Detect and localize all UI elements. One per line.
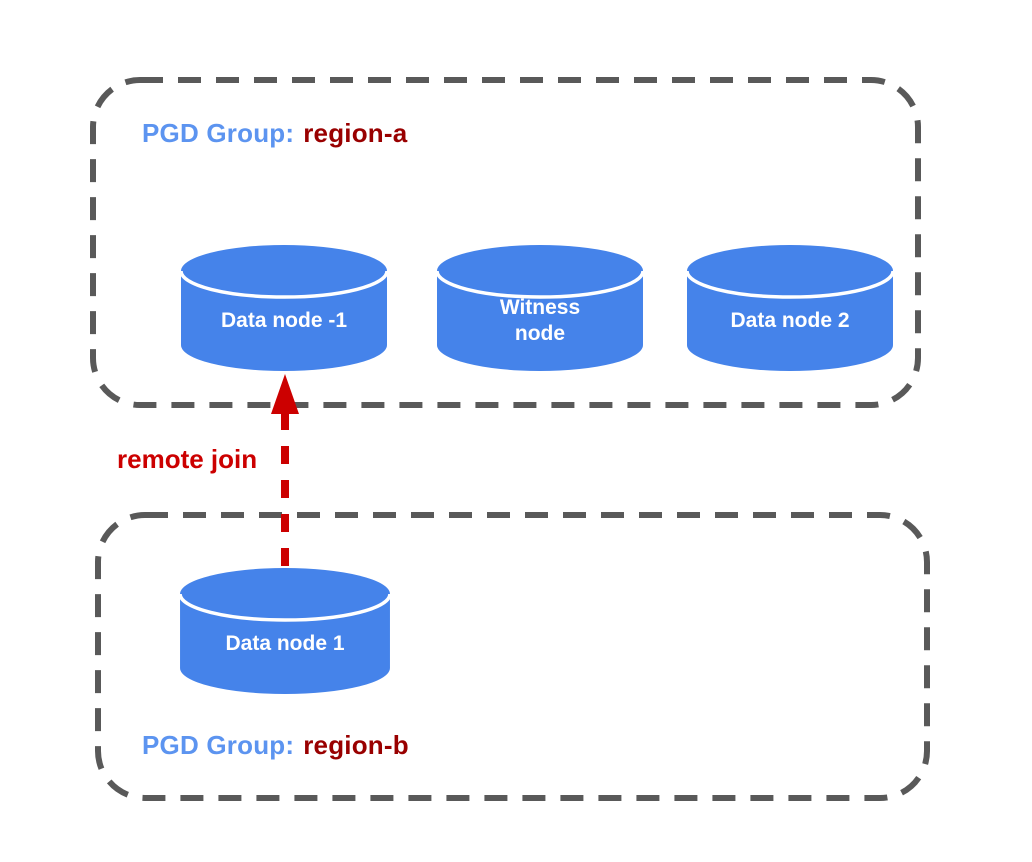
database-cylinder-icon xyxy=(179,245,389,371)
database-cylinder-icon xyxy=(435,245,645,371)
remote-join-label: remote join xyxy=(117,444,258,474)
node-label: Data node 2 xyxy=(730,308,850,332)
remote-join-arrowhead-icon xyxy=(271,374,299,414)
group-label-prefix: PGD Group: xyxy=(142,118,295,148)
node-witness-node: Witness node xyxy=(435,243,645,373)
node-data-node-1-region-b: Data node 1 xyxy=(178,566,392,696)
group-label-region-a: PGD Group: region-a xyxy=(142,118,407,149)
database-cylinder-icon xyxy=(685,245,895,371)
node-label: Data node 1 xyxy=(225,631,345,655)
database-cylinder-icon xyxy=(178,568,392,694)
node-data-node-1-region-a: Data node -1 xyxy=(179,243,389,373)
group-label-region-b: PGD Group: region-b xyxy=(142,730,409,761)
group-label-prefix: PGD Group: xyxy=(142,730,295,760)
node-label: Data node -1 xyxy=(220,308,348,332)
group-region-name: region-b xyxy=(303,730,409,760)
node-label: Witness node xyxy=(499,295,581,345)
node-data-node-2: Data node 2 xyxy=(685,243,895,373)
group-region-name: region-a xyxy=(303,118,408,148)
group-region-a-border xyxy=(90,77,921,408)
